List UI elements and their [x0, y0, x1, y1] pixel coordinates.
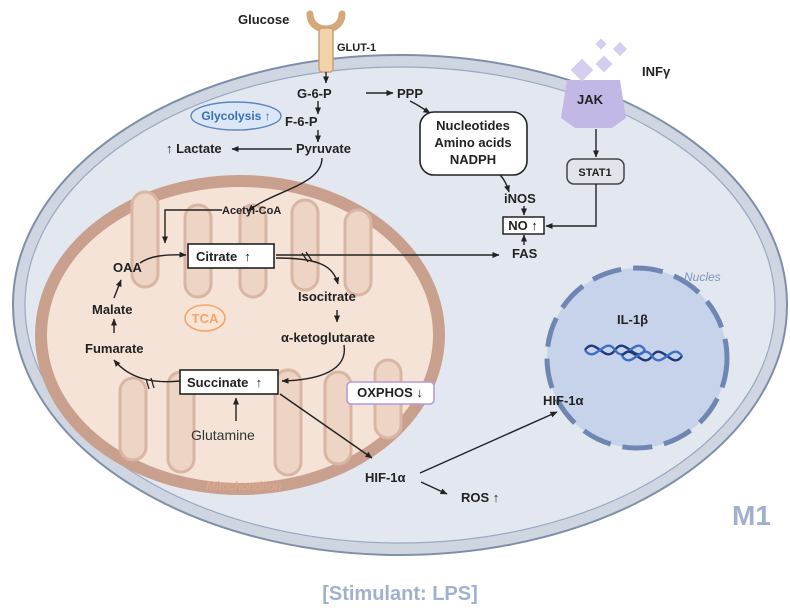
m1-label: M1 [732, 500, 771, 531]
stimulant-label: [Stimulant: LPS] [322, 583, 478, 605]
f6p-label: F-6-P [285, 114, 318, 129]
pathway-arrows [111, 72, 599, 495]
oxphos-box [346, 381, 435, 405]
malate-label: Malate [92, 302, 132, 317]
succinate-label: Succinate ↑ [187, 375, 262, 390]
il1b-label: IL-1β [617, 312, 648, 327]
tca-badge [184, 304, 226, 332]
no-label: NO ↑ [508, 218, 538, 233]
oaa-label: OAA [113, 260, 143, 275]
nucleus [544, 265, 730, 451]
tca-label: TCA [192, 311, 219, 326]
hif-cytoplasm-label: HIF-1α [365, 470, 406, 485]
citrate-box [187, 243, 275, 269]
ppp-label: PPP [397, 86, 423, 101]
infg-label: INFγ [642, 64, 671, 79]
glut1-transporter-icon [306, 10, 346, 73]
lactate-label: ↑ Lactate [166, 141, 222, 156]
fas-label: FAS [512, 246, 538, 261]
pyruvate-label: Pyruvate [296, 141, 351, 156]
ros-label: ROS ↑ [461, 490, 499, 505]
glycolysis-label: Glycolysis ↑ [201, 109, 270, 123]
mitochondrion-label: Mitochondrion [206, 479, 282, 493]
nucleus-label: Nucles [684, 270, 721, 284]
glucose-label: Glucose [238, 12, 289, 27]
oxphos-label: OXPHOS ↓ [357, 385, 423, 400]
akg-label: α-ketoglutarate [281, 330, 375, 345]
g6p-label: G-6-P [297, 86, 332, 101]
ppp-products-box [419, 111, 528, 176]
stat1-label: STAT1 [578, 167, 611, 179]
inhibition-marks [145, 251, 313, 390]
citrate-label: Citrate ↑ [196, 249, 251, 264]
no-box [502, 216, 545, 235]
jak-receptor-icon [561, 38, 628, 128]
ppp-product-nucleotides: Nucleotides [436, 118, 510, 133]
glutamine-label: Glutamine [191, 427, 255, 443]
fumarate-label: Fumarate [85, 341, 144, 356]
glut1-label: GLUT-1 [337, 42, 376, 54]
ppp-product-amino-acids: Amino acids [434, 135, 511, 150]
acetyl-coa-label: Acetyl-CoA [222, 205, 281, 217]
ppp-product-nadph: NADPH [450, 152, 496, 167]
succinate-box [179, 369, 279, 395]
isocitrate-label: Isocitrate [298, 289, 356, 304]
hif-nucleus-label: HIF-1α [543, 393, 584, 408]
dna-helix-icon [584, 344, 683, 362]
glycolysis-badge [190, 101, 282, 131]
inos-label: iNOS [504, 191, 536, 206]
jak-label: JAK [577, 92, 604, 107]
